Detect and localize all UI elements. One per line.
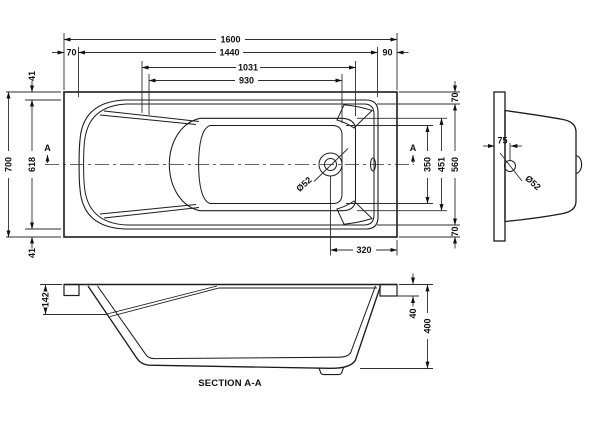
plan-foot-corner-chamfers [336, 104, 373, 225]
end-view-drain [504, 160, 516, 172]
plan-lip-inner [83, 103, 375, 226]
plan-basin-bottom [168, 117, 357, 212]
section-dim-400: 400 [360, 284, 433, 369]
end-view-overflow-bulge [575, 154, 583, 175]
dim-drain-from-end: 320 [356, 245, 371, 255]
section-marker-left: A [44, 143, 51, 163]
section-title: SECTION A-A [198, 378, 262, 389]
section-left-rim-tab [63, 283, 80, 297]
dim-ledge-depth: 142 [41, 292, 51, 307]
section-shell-inner [97, 285, 376, 360]
dim-floor-length: 930 [239, 76, 254, 86]
dim-drain-from-wall: 75 [497, 136, 507, 146]
dim-inner-width: 618 [27, 157, 37, 172]
section-marker-right-label: A [410, 143, 417, 153]
plan-dims-left: 700 41 618 41 [4, 71, 61, 258]
end-view-wall-flange [493, 91, 506, 242]
dim-floor-width: 350 [423, 157, 433, 172]
end-view-body [504, 109, 577, 223]
section-dim-142: 142 [41, 284, 108, 315]
dim-overall-depth: 400 [423, 318, 433, 333]
dim-lip-width: 560 [450, 157, 460, 172]
section-view: 142 40 400 SECTION A-A [40, 273, 433, 389]
dim-overall-length: 1600 [220, 35, 240, 45]
end-view-drain-leader [499, 152, 523, 182]
dim-rim-right: 90 [382, 48, 392, 58]
end-view: Ø52 75 [483, 91, 583, 242]
dim-margin-bottom: 41 [27, 248, 37, 258]
end-view-drain-diameter-label: Ø52 [523, 173, 542, 192]
section-right-rim-tab [379, 283, 398, 297]
plan-drain-diameter-label: Ø52 [294, 175, 313, 194]
plan-dims-top: 1600 70 1440 90 1031 930 [52, 33, 409, 123]
plan-dim-drain-offset: 320 [330, 176, 398, 256]
dim-rim-left: 70 [66, 48, 76, 58]
dim-rim-drop: 40 [408, 308, 418, 318]
plan-floor-flat [198, 125, 343, 204]
plan-lip-outer [78, 99, 379, 230]
dim-rim-bottom-right: 70 [450, 226, 460, 236]
dim-overall-width: 700 [4, 157, 14, 172]
plan-view: Ø52 A A 1600 70 [4, 33, 460, 258]
section-marker-right: A [410, 143, 417, 163]
dim-basin-length: 1031 [238, 63, 258, 73]
drain-leader-line [313, 148, 349, 182]
dim-margin-top: 41 [27, 71, 37, 81]
plan-dims-right: 350 451 70 560 70 [346, 81, 460, 249]
dim-inner-length: 1440 [219, 48, 239, 58]
section-far-rim-lines [106, 285, 377, 317]
section-shell-outer [87, 285, 382, 369]
end-view-dim-75: 75 [483, 136, 522, 160]
plan-drain [313, 148, 349, 182]
section-foot-pad [318, 367, 345, 376]
dim-rim-top-right: 70 [450, 92, 460, 102]
plan-overflow-slot [370, 157, 376, 172]
plan-backrest-lines [99, 110, 200, 219]
dim-basin-width: 451 [437, 157, 447, 172]
section-marker-left-label: A [44, 143, 51, 153]
